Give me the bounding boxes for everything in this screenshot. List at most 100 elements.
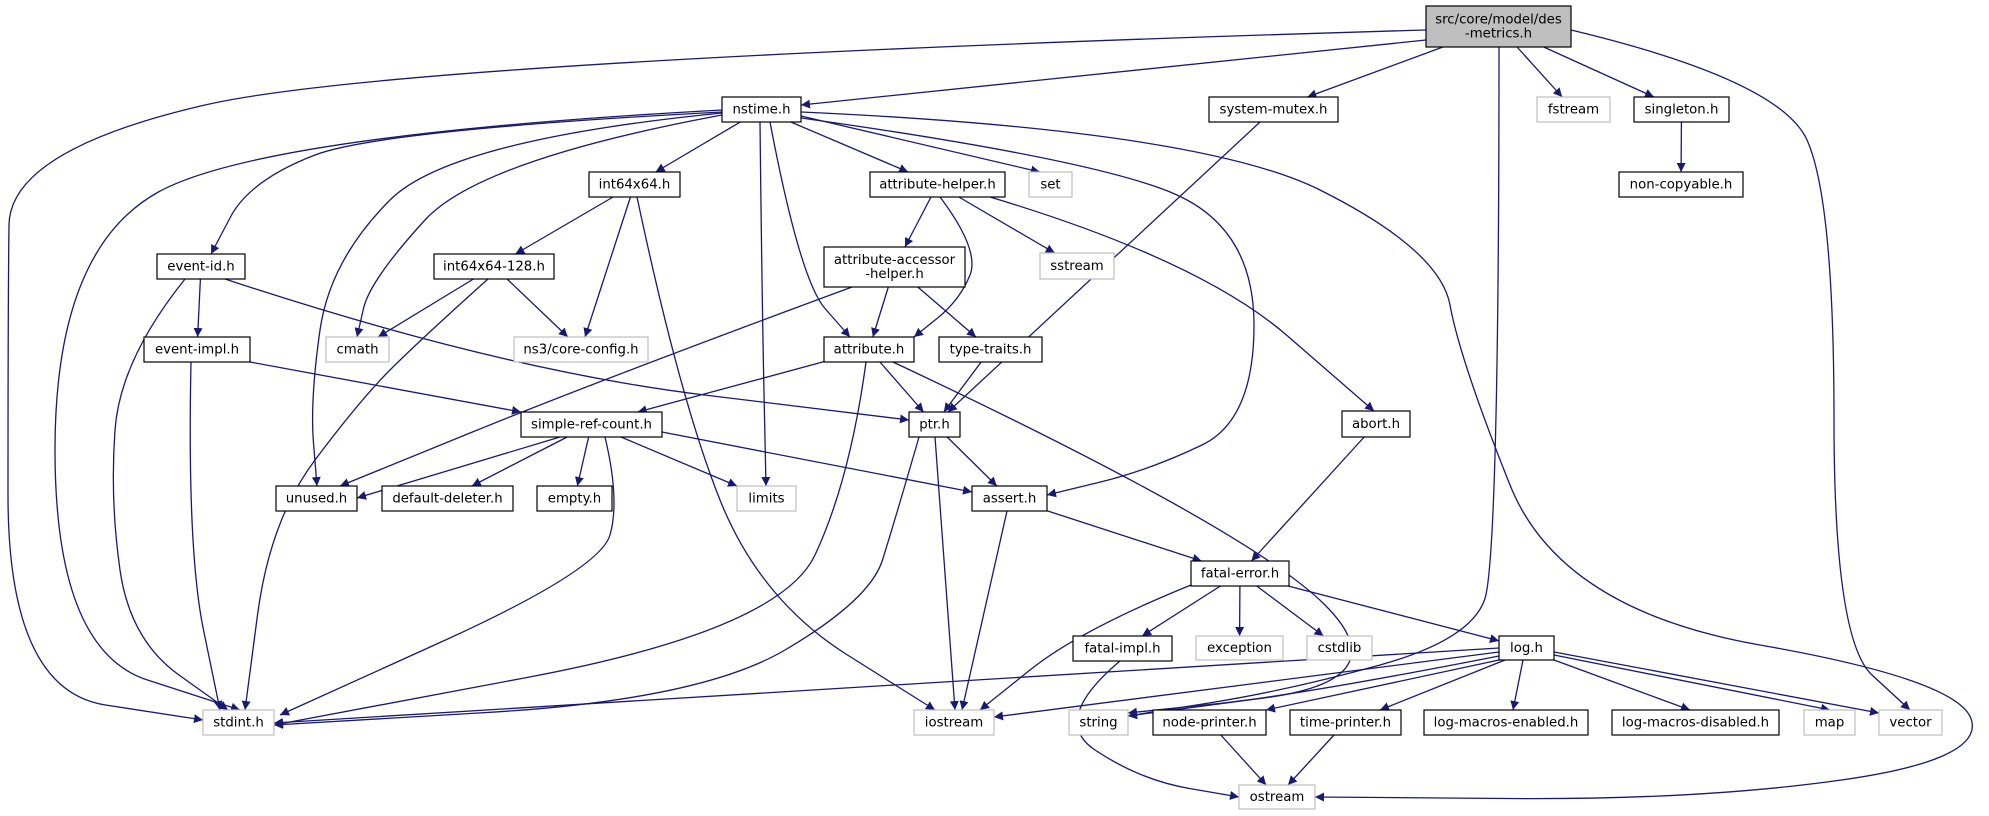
node-attribute-accessor-helper[interactable]: attribute-accessor-helper.h <box>823 246 966 288</box>
node-des-metrics[interactable]: src/core/model/des-metrics.h <box>1425 5 1572 48</box>
edge-attribute-accessor-helper-to-unused <box>339 286 853 487</box>
node-time-printer[interactable]: time-printer.h <box>1289 709 1402 736</box>
edge-des-metrics-to-nstime <box>800 39 1427 109</box>
node-box-event-id <box>156 253 246 280</box>
node-int64x64-128[interactable]: int64x64-128.h <box>433 253 555 280</box>
node-empty[interactable]: empty.h <box>536 485 613 512</box>
edge-attribute-to-string <box>892 361 1353 720</box>
node-box-sstream <box>1039 252 1115 280</box>
edge-event-impl-to-simple-ref-count <box>249 361 522 415</box>
node-cstdlib: cstdlib <box>1306 635 1373 661</box>
edge-ptr-to-iostream <box>934 436 959 711</box>
node-singleton[interactable]: singleton.h <box>1633 96 1730 123</box>
node-default-deleter[interactable]: default-deleter.h <box>381 485 514 512</box>
node-label-attribute-accessor-helper: attribute-accessor <box>834 253 956 268</box>
node-box-attribute <box>823 336 915 363</box>
node-event-impl[interactable]: event-impl.h <box>143 336 251 363</box>
node-ptr[interactable]: ptr.h <box>908 411 961 438</box>
node-label-limits: limits <box>748 492 784 507</box>
node-label-int64x64-128: int64x64-128.h <box>443 260 545 275</box>
edge-nstime-to-attribute <box>769 121 851 338</box>
node-box-log-macros-enabled <box>1423 709 1589 736</box>
node-log-macros-enabled[interactable]: log-macros-enabled.h <box>1423 709 1589 736</box>
node-non-copyable[interactable]: non-copyable.h <box>1618 171 1744 198</box>
node-label-event-id: event-id.h <box>167 260 234 275</box>
node-label-empty: empty.h <box>548 492 601 507</box>
node-box-node-printer <box>1152 709 1267 736</box>
edge-des-metrics-to-system-mutex <box>1307 46 1444 99</box>
edge-attribute-accessor-helper-to-type-traits <box>917 286 977 338</box>
edge-des-metrics-to-vector <box>1570 29 1911 711</box>
edge-fatal-error-to-cstdlib <box>1256 585 1324 637</box>
node-fatal-impl[interactable]: fatal-impl.h <box>1072 635 1173 662</box>
node-box-cmath <box>325 336 390 363</box>
node-box-int64x64-128 <box>433 253 555 280</box>
node-attribute-helper[interactable]: attribute-helper.h <box>869 171 1006 198</box>
node-label-iostream: iostream <box>925 716 983 731</box>
edge-int64x64-128-to-stdint <box>241 278 489 711</box>
node-label-default-deleter: default-deleter.h <box>392 492 502 507</box>
node-label-log: log.h <box>1510 641 1543 656</box>
node-box-simple-ref-count <box>520 411 663 438</box>
node-box-attribute-accessor-helper <box>823 246 966 288</box>
node-unused[interactable]: unused.h <box>275 485 358 512</box>
edge-nstime-to-stdint <box>54 109 723 712</box>
edge-log-to-string <box>1127 655 1500 717</box>
node-type-traits[interactable]: type-traits.h <box>938 336 1043 363</box>
node-iostream: iostream <box>913 709 995 736</box>
node-label-fatal-error: fatal-error.h <box>1201 567 1279 582</box>
edge-event-id-to-event-impl <box>193 278 203 338</box>
node-label-log-macros-enabled: log-macros-enabled.h <box>1434 716 1579 731</box>
node-abort[interactable]: abort.h <box>1341 410 1411 438</box>
edge-attribute-to-stdint <box>273 361 867 728</box>
node-box-assert <box>971 485 1048 512</box>
node-attribute[interactable]: attribute.h <box>823 336 915 363</box>
node-box-map <box>1803 709 1856 736</box>
node-nstime[interactable]: nstime.h <box>721 96 802 123</box>
node-label-fatal-impl: fatal-impl.h <box>1084 642 1160 657</box>
node-int64x64[interactable]: int64x64.h <box>588 171 681 198</box>
node-assert[interactable]: assert.h <box>971 485 1048 512</box>
edge-des-metrics-to-singleton <box>1543 46 1655 98</box>
edge-nstime-to-ostream <box>800 111 1974 802</box>
node-system-mutex[interactable]: system-mutex.h <box>1208 96 1339 123</box>
edge-nstime-to-assert <box>800 117 1255 498</box>
node-box-event-impl <box>143 336 251 363</box>
node-box-int64x64 <box>588 171 681 198</box>
node-box-fstream <box>1536 96 1611 123</box>
edge-log-to-vector <box>1553 651 1880 716</box>
node-box-set <box>1028 171 1073 198</box>
node-event-id[interactable]: event-id.h <box>156 253 246 280</box>
node-log[interactable]: log.h <box>1498 635 1555 661</box>
node-label-stdint: stdint.h <box>213 716 264 731</box>
node-node-printer[interactable]: node-printer.h <box>1152 709 1267 736</box>
edge-log-to-time-printer <box>1379 659 1506 711</box>
nodes-layer: src/core/model/des-metrics.h nstime.h syst… <box>143 5 1943 810</box>
node-label-vector: vector <box>1889 716 1932 731</box>
node-box-stdint <box>202 709 275 736</box>
node-box-ostream <box>1238 784 1316 810</box>
node-simple-ref-count[interactable]: simple-ref-count.h <box>520 411 663 438</box>
edge-simple-ref-count-to-default-deleter <box>471 436 568 487</box>
edge-attribute-helper-to-sstream <box>958 196 1056 254</box>
node-map: map <box>1803 709 1856 736</box>
node-box-nstime <box>721 96 802 123</box>
node-box-empty <box>536 485 613 512</box>
node-log-macros-disabled[interactable]: log-macros-disabled.h <box>1611 709 1780 736</box>
edge-log-to-iostream <box>993 651 1500 721</box>
node-label-non-copyable: non-copyable.h <box>1630 178 1733 193</box>
node-stdint: stdint.h <box>202 709 275 736</box>
edge-simple-ref-count-to-limits <box>620 436 738 487</box>
node-box-des-metrics <box>1425 5 1572 48</box>
edge-int64x64-128-to-core-config <box>506 278 569 338</box>
node-fatal-error[interactable]: fatal-error.h <box>1190 560 1290 587</box>
edge-log-to-map <box>1553 654 1831 713</box>
node-label-sstream: sstream <box>1050 259 1104 274</box>
edge-simple-ref-count-to-stdint <box>279 436 615 716</box>
edge-log-to-stdint <box>273 647 1500 727</box>
node-limits: limits <box>736 485 797 512</box>
node-core-config: ns3/core-config.h <box>513 336 649 363</box>
edge-event-id-to-ptr <box>224 278 910 424</box>
edge-int64x64-to-int64x64-128 <box>515 196 614 255</box>
